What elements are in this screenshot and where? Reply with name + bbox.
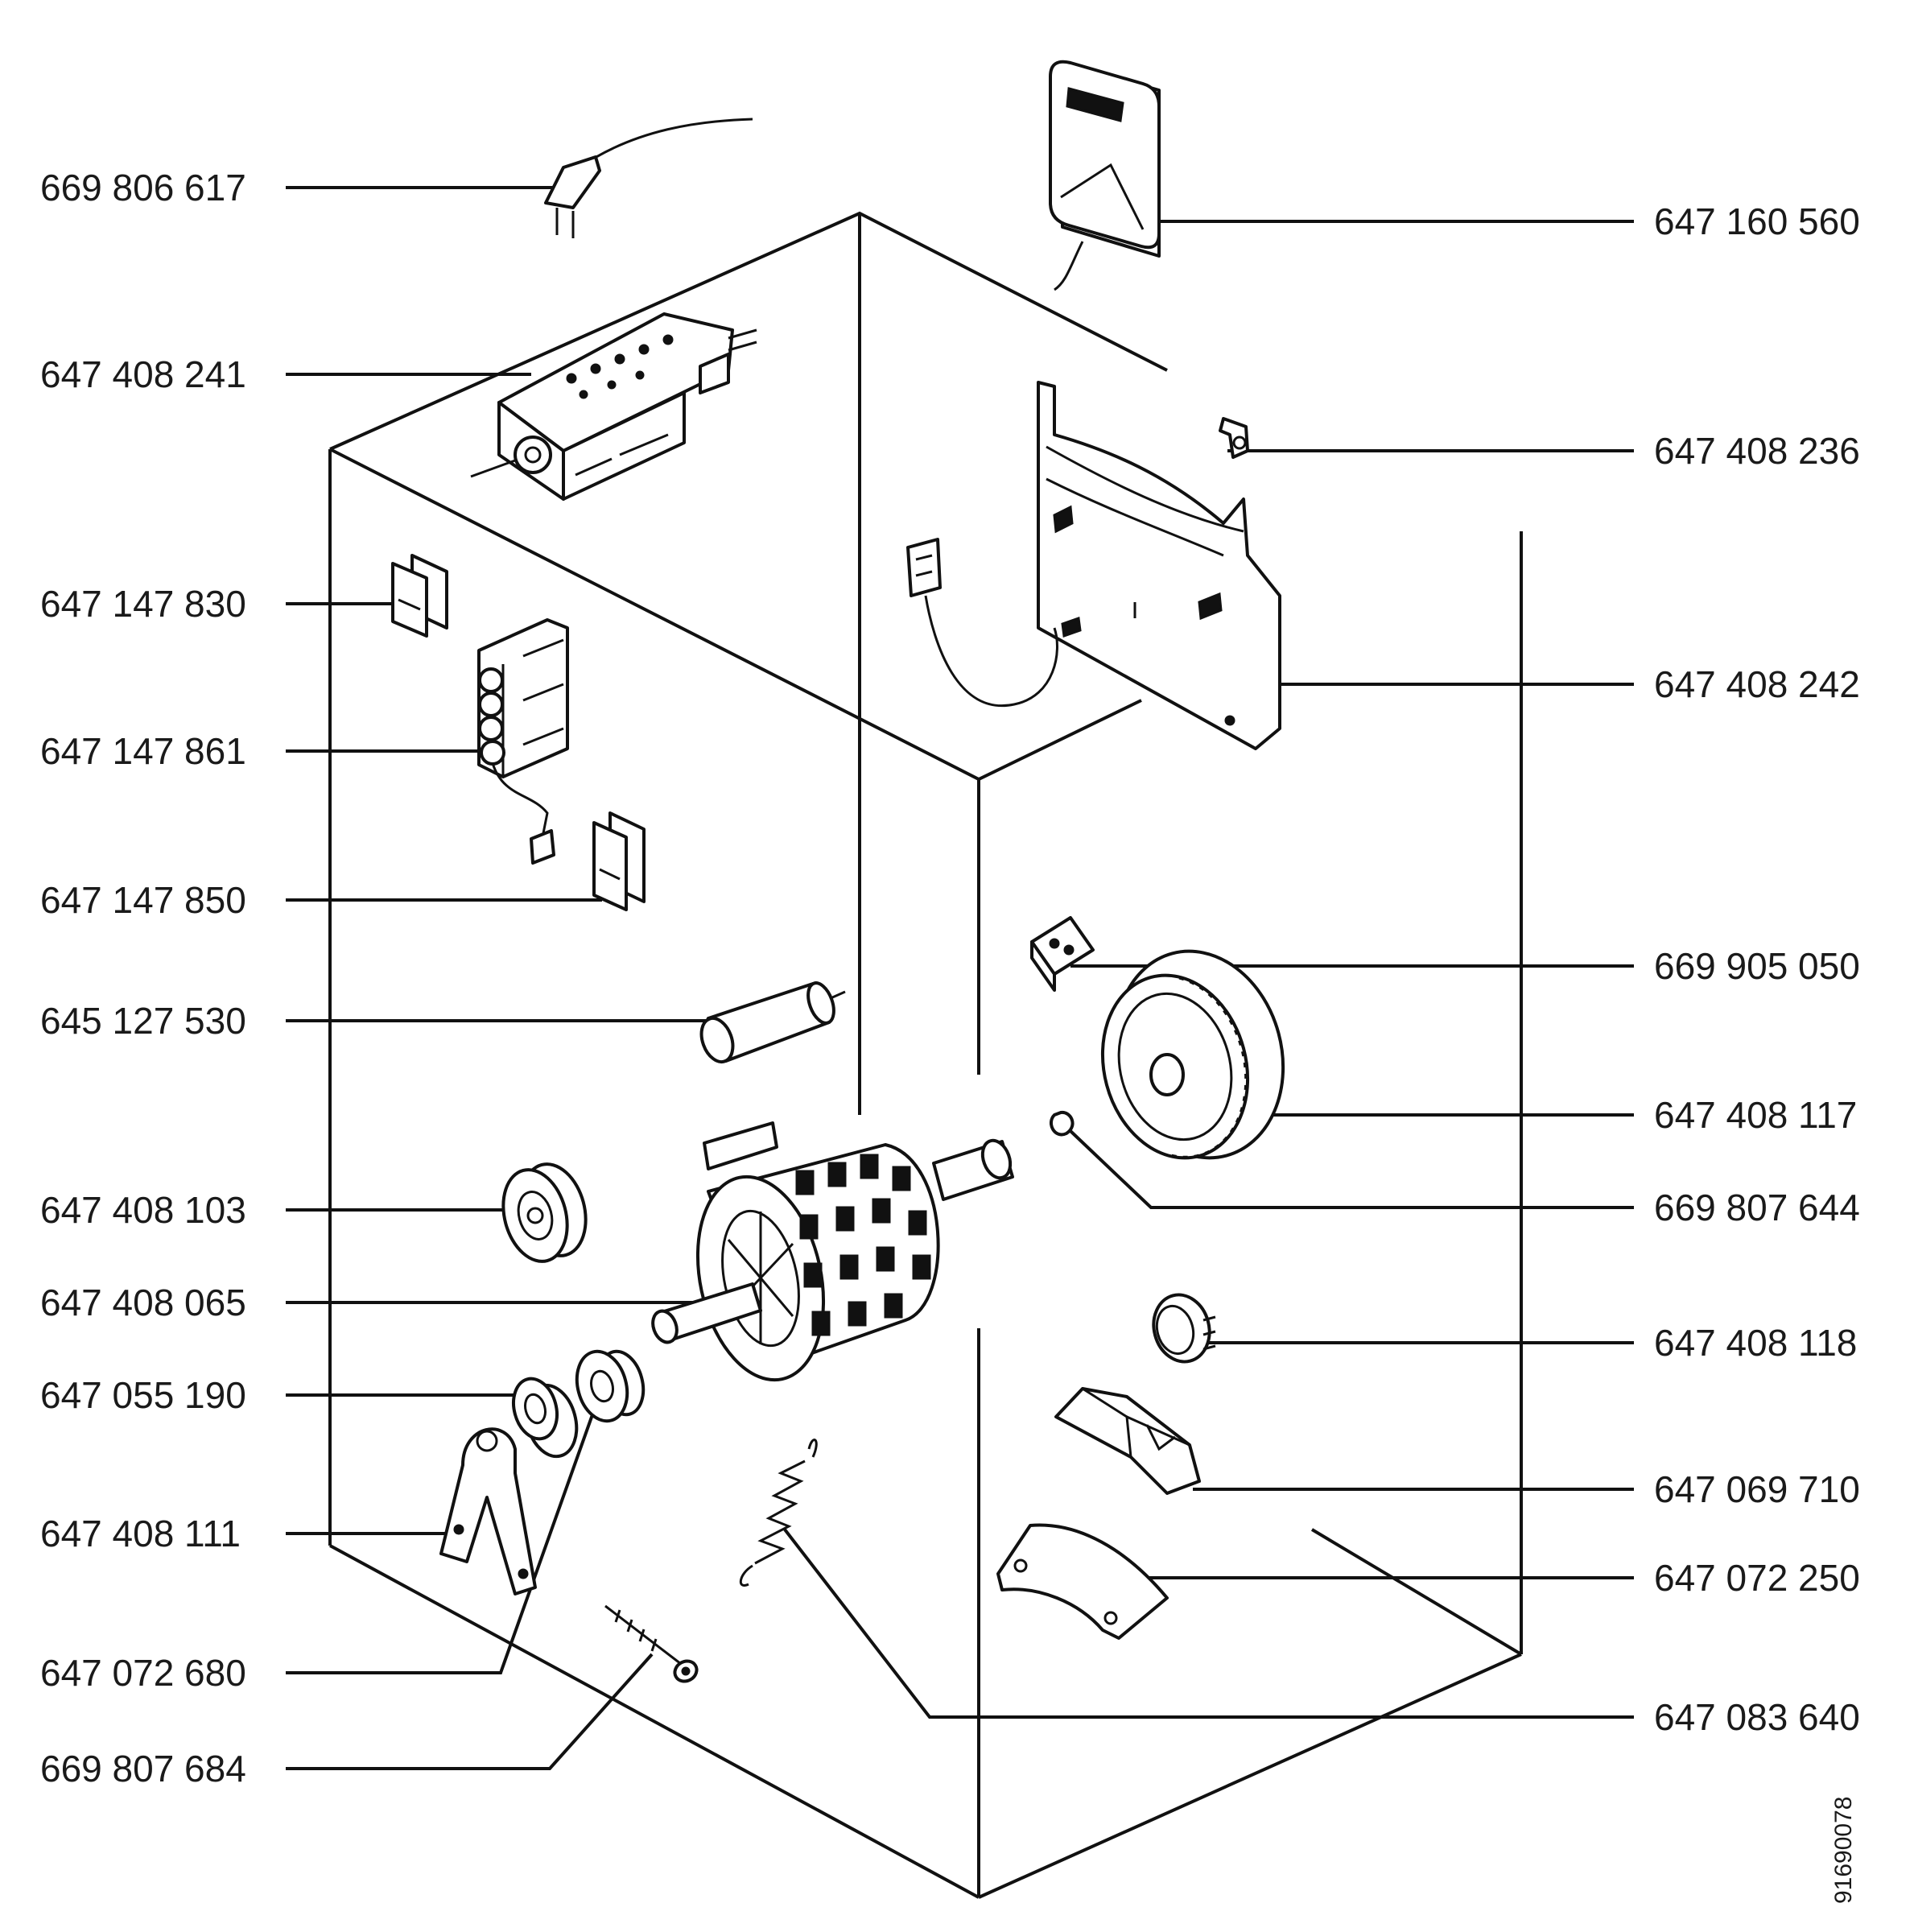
label-pulley: 647 408 103 [40,1189,246,1231]
right-callout-labels: 647 160 560 647 408 236 647 408 242 669 … [1654,200,1860,1738]
sensor [1152,1293,1216,1364]
mains-cord [544,118,753,238]
thermostat [1030,916,1095,992]
label-motor: 647 408 065 [40,1282,246,1323]
label-fan: 647 408 117 [1654,1094,1857,1136]
bearing [512,1377,579,1459]
label-circlip: 669 807 644 [1654,1187,1860,1228]
drive-motor [651,1121,1014,1382]
label-support: 647 072 250 [1654,1557,1860,1599]
label-holder: 647 069 710 [1654,1468,1860,1510]
left-callout-labels: 669 806 617 647 408 241 647 147 830 647 … [40,167,246,1790]
capacitor [699,981,846,1064]
label-spring: 647 083 640 [1654,1696,1860,1738]
tension-spring [740,1439,818,1587]
programme-timer [470,312,757,501]
rocker-switch-1 [391,554,448,638]
label-switch1: 647 147 830 [40,583,246,625]
label-capacitor: 645 127 530 [40,1000,246,1042]
label-timer: 647 408 241 [40,353,246,395]
leader-lines [286,186,1634,1770]
label-heater: 647 160 560 [1654,200,1860,242]
document-number: 91690078 [1830,1797,1857,1904]
pulley [501,1162,588,1263]
label-switchblock: 647 147 861 [40,730,246,772]
mounting-clip [1219,417,1249,459]
circlip [1050,1110,1075,1137]
label-switch2: 647 147 850 [40,879,246,921]
holder [1054,1387,1201,1495]
cabinet-outline [328,211,1523,1899]
label-clip: 647 408 236 [1654,430,1860,472]
label-bearing: 647 055 190 [40,1374,246,1416]
support-bracket [996,1523,1169,1640]
switch-block [477,618,569,865]
label-cord: 669 806 617 [40,167,246,208]
motor-bracket [439,1427,537,1596]
label-sensor: 647 408 118 [1654,1322,1857,1364]
label-plate: 647 408 242 [1654,663,1860,705]
rocker-switch-2 [592,811,646,911]
heater-plate [906,381,1281,750]
label-bracket: 647 408 111 [40,1513,241,1554]
fan-wheel [1100,949,1285,1160]
screw [604,1604,699,1683]
label-washer: 647 072 680 [40,1652,246,1694]
label-thermostat: 669 905 050 [1654,945,1860,987]
washer [575,1349,646,1423]
label-screw: 669 807 684 [40,1748,246,1790]
heater-unit [1049,60,1161,291]
